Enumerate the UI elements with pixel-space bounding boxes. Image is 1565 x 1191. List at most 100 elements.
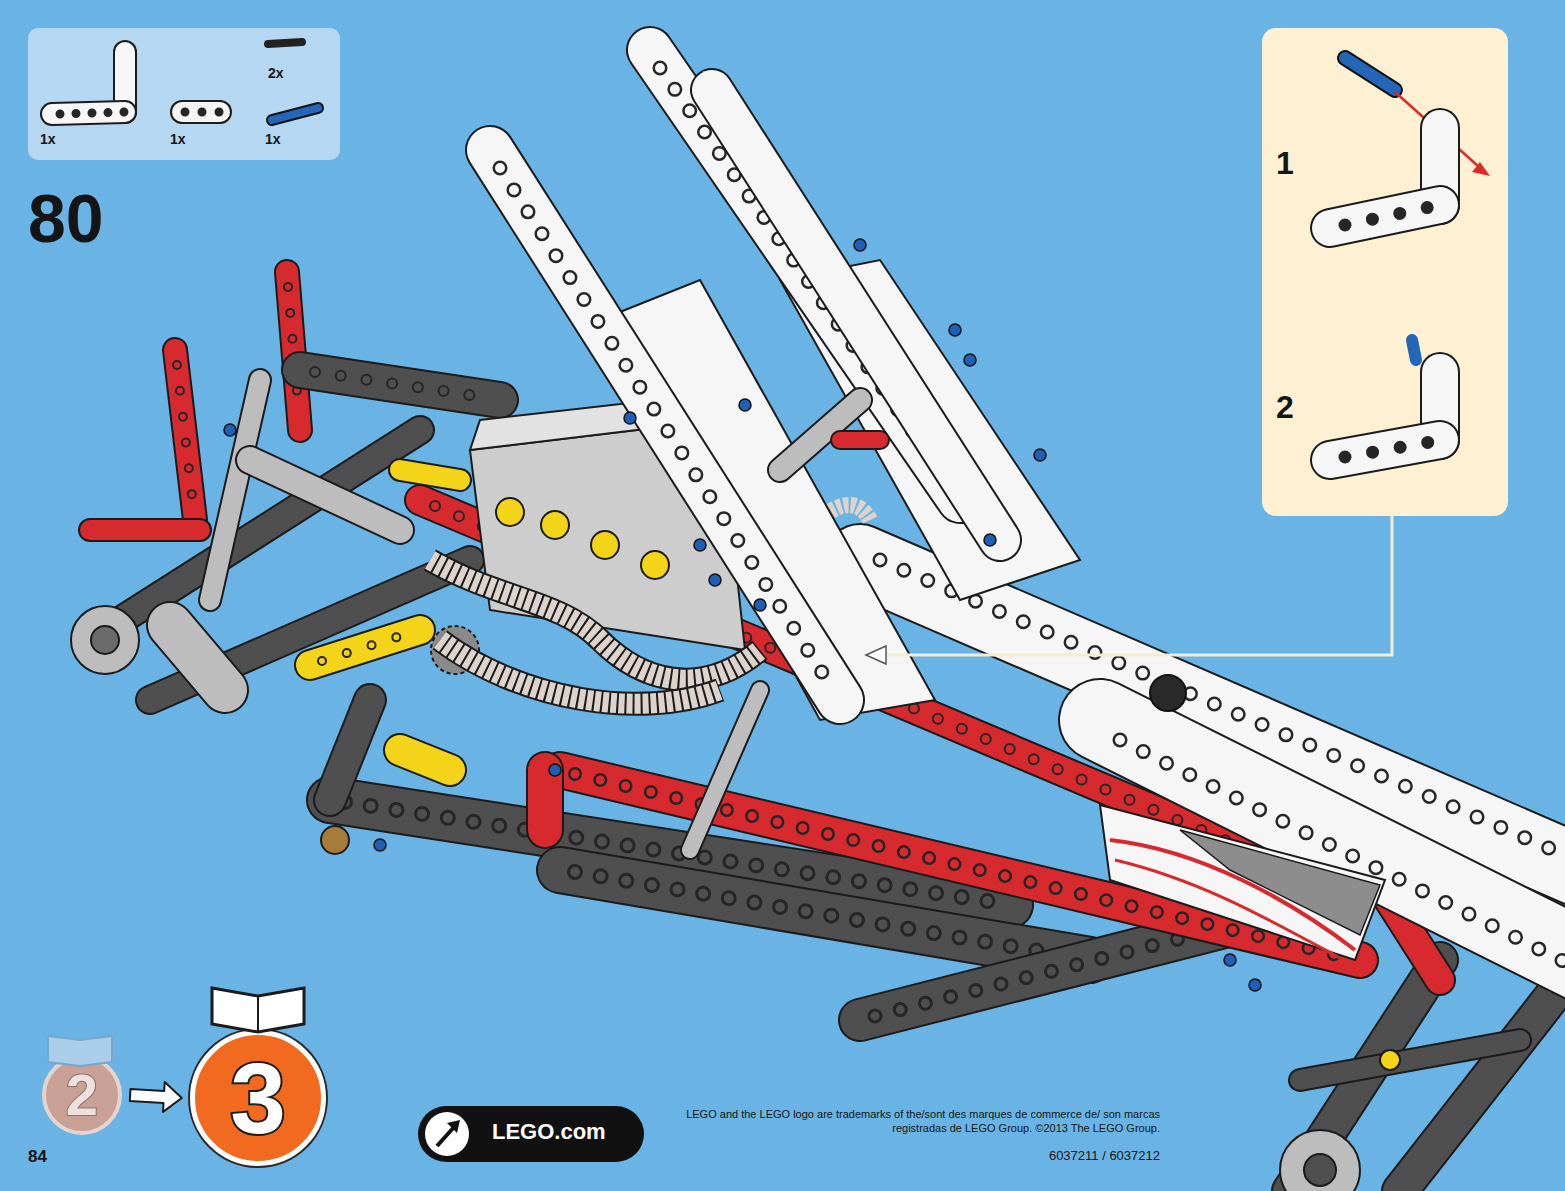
- bottom-frame: [1400, 980, 1565, 1191]
- hoses: [440, 640, 720, 704]
- front-suspension: [210, 380, 260, 600]
- front-suspension: [315, 372, 490, 398]
- bottom-frame: [330, 800, 1010, 905]
- raised-arms: [500, 168, 830, 685]
- bottom-frame: [1290, 960, 1440, 1191]
- bottom-frame: [345, 802, 1000, 903]
- front-suspension: [300, 370, 500, 400]
- red-chassis: [575, 774, 1350, 958]
- red-chassis: [420, 500, 1440, 980]
- raised-arms: [780, 400, 860, 470]
- blue-pins: [224, 424, 236, 436]
- product-code: 6037211 / 6037212: [1049, 1148, 1160, 1164]
- raised-arms: [500, 168, 830, 685]
- front-suspension: [90, 520, 200, 540]
- blue-pins: [1224, 954, 1236, 966]
- white-boom: [860, 560, 1565, 880]
- blue-pins: [224, 239, 1261, 991]
- engine-block: [400, 750, 450, 770]
- front-suspension: [177, 365, 193, 505]
- previous-book-circle: 2: [42, 1055, 122, 1135]
- front-suspension: [175, 350, 195, 520]
- blue-pins: [854, 239, 866, 251]
- front-suspension: [177, 365, 193, 505]
- raised-arms: [690, 690, 760, 850]
- red-chassis: [420, 500, 1320, 880]
- step-number: 80: [28, 176, 104, 261]
- book-icons: [212, 988, 304, 1032]
- white-boom: [1110, 840, 1355, 950]
- hoses: [430, 560, 760, 680]
- front-suspension: [315, 372, 490, 398]
- red-chassis: [526, 770, 564, 830]
- engine-block: [310, 630, 420, 665]
- bottom-frame: [1300, 1040, 1520, 1080]
- flow-arrow: [130, 1082, 182, 1112]
- website-text: LEGO.com: [492, 1120, 606, 1144]
- front-suspension: [71, 272, 500, 700]
- raised-arms: [660, 68, 950, 485]
- callout-leader: [882, 516, 1392, 655]
- red-chassis: [1300, 760, 1440, 980]
- front-suspension: [210, 380, 260, 600]
- part-quantity: 2x: [268, 66, 284, 81]
- raised-arms: [690, 690, 760, 850]
- front-suspension: [90, 430, 420, 640]
- front-suspension: [90, 430, 420, 640]
- bottom-frame: [560, 870, 1090, 960]
- bottom-frame: [560, 870, 1090, 960]
- engine-block: [400, 750, 450, 770]
- raised-arms: [712, 90, 1000, 540]
- hoses: [820, 505, 870, 520]
- part-quantity: 1x: [40, 132, 56, 147]
- front-suspension: [175, 350, 195, 520]
- callout-leader: [866, 646, 886, 664]
- page-number: 84: [28, 1146, 47, 1167]
- white-boom: [1120, 740, 1565, 962]
- substep-number: 2: [1276, 390, 1294, 425]
- blue-pins: [549, 764, 561, 776]
- part-quantity: 1x: [170, 132, 186, 147]
- blue-pins: [1249, 979, 1261, 991]
- callout-leader: [866, 516, 1392, 664]
- engine-block: [321, 826, 349, 854]
- blue-pins: [984, 534, 996, 546]
- bottom-frame: [860, 900, 1330, 1020]
- blue-pins: [709, 574, 721, 586]
- red-chassis: [575, 774, 1350, 958]
- white-boom: [1100, 720, 1565, 970]
- engine-block: [641, 551, 669, 579]
- front-suspension: [150, 560, 470, 700]
- raised-arms: [490, 150, 840, 700]
- engine-block: [322, 633, 410, 661]
- engine-block: [591, 531, 619, 559]
- bottom-frame: [330, 700, 1565, 1191]
- part-quantity: 1x: [265, 132, 281, 147]
- raised-arms: [780, 260, 1080, 600]
- raised-arms: [224, 50, 1261, 991]
- front-suspension: [287, 272, 300, 430]
- front-suspension: [250, 460, 400, 530]
- book-number: 3: [230, 1043, 286, 1153]
- red-chassis: [560, 770, 1360, 960]
- flow-arrow: [130, 1082, 182, 1112]
- current-book-circle: 3: [190, 1030, 326, 1166]
- engine-block: [310, 630, 420, 665]
- subassembly-callout: 12: [1262, 28, 1508, 516]
- bottom-frame: [1400, 980, 1565, 1191]
- engine-block: [470, 420, 745, 650]
- white-boom: [1115, 860, 1340, 958]
- front-suspension: [300, 370, 500, 400]
- white-boom: [1100, 720, 1565, 970]
- raised-arms: [600, 280, 935, 720]
- front-suspension: [287, 272, 300, 430]
- blue-pins: [754, 599, 766, 611]
- front-suspension: [71, 606, 139, 674]
- white-boom: [880, 560, 1565, 855]
- substep-number: 1: [1276, 146, 1294, 181]
- hoses: [440, 640, 720, 704]
- front-suspension: [250, 460, 400, 530]
- hoses: [430, 560, 760, 680]
- red-chassis: [435, 506, 1310, 876]
- front-suspension: [288, 287, 299, 415]
